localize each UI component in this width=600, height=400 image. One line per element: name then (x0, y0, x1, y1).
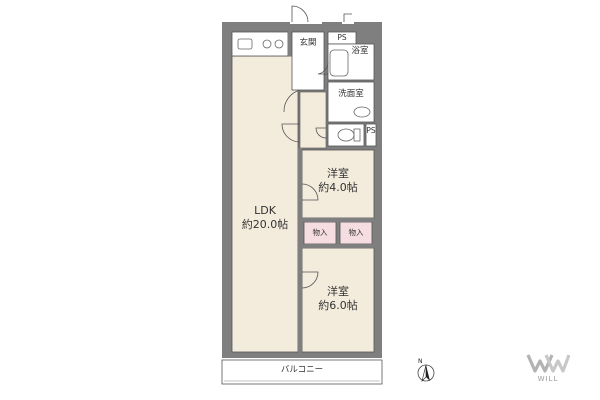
room2-door-swing (301, 271, 319, 289)
north-compass-icon: N (417, 358, 435, 382)
western-room-1-area (301, 149, 375, 219)
hall-door-swing (281, 123, 301, 143)
partition-ldk-right (298, 148, 302, 352)
kitchen-sink (237, 38, 253, 50)
entry-gap (290, 10, 322, 24)
ps-door-swing (343, 13, 352, 22)
stove-burner-1 (262, 39, 272, 49)
western-room-2-size: 約6.0帖 (318, 298, 358, 312)
closet-1-label: 物入 (312, 228, 328, 237)
ps-top-gap (342, 12, 354, 24)
ps-side-area (365, 123, 377, 147)
ldk-name: LDK (254, 204, 276, 217)
kitchen-counter (231, 31, 289, 57)
will-logo-icon (526, 354, 570, 373)
wash-basin (353, 106, 371, 118)
ps-top-label: PS (337, 33, 347, 42)
logo-text: WILL (537, 375, 559, 383)
western-room-2-label: 洋室 約6.0帖 (302, 285, 374, 313)
ldk-door-swing (283, 89, 301, 113)
bath-door-swing (317, 61, 329, 75)
ps-side-label: PS (366, 126, 376, 135)
washroom-label: 洗面室 (338, 89, 364, 99)
closet-2-label: 物入 (348, 228, 364, 237)
partition-closet-top (302, 218, 374, 222)
western-room-2-area (301, 247, 375, 353)
balcony-label: バルコニー (280, 365, 324, 375)
ldk-label: LDK 約20.0帖 (232, 204, 298, 232)
western-room-2-name: 洋室 (327, 285, 349, 298)
room1-door-swing (301, 183, 319, 201)
western-room-1-size: 約4.0帖 (318, 180, 358, 194)
genkan-area (291, 31, 325, 91)
partition-room-divider (302, 244, 374, 248)
balcony-area (221, 359, 383, 385)
compass-north-label: N (418, 358, 423, 365)
stove-burner-2 (274, 39, 284, 49)
bathtub (329, 49, 349, 77)
western-room-1-label: 洋室 約4.0帖 (302, 167, 374, 195)
toilet-tank (353, 128, 361, 142)
genkan-label: 玄関 (299, 38, 317, 48)
bath-label: 浴室 (351, 46, 369, 56)
western-room-1-name: 洋室 (327, 167, 349, 180)
washroom-area (327, 81, 375, 123)
ldk-size: 約20.0帖 (241, 217, 289, 231)
toilet-area (327, 123, 365, 147)
entry-door-swing (291, 5, 309, 23)
ldk-area (231, 55, 299, 353)
toilet-door-swing (315, 127, 327, 139)
hallway (299, 91, 327, 149)
